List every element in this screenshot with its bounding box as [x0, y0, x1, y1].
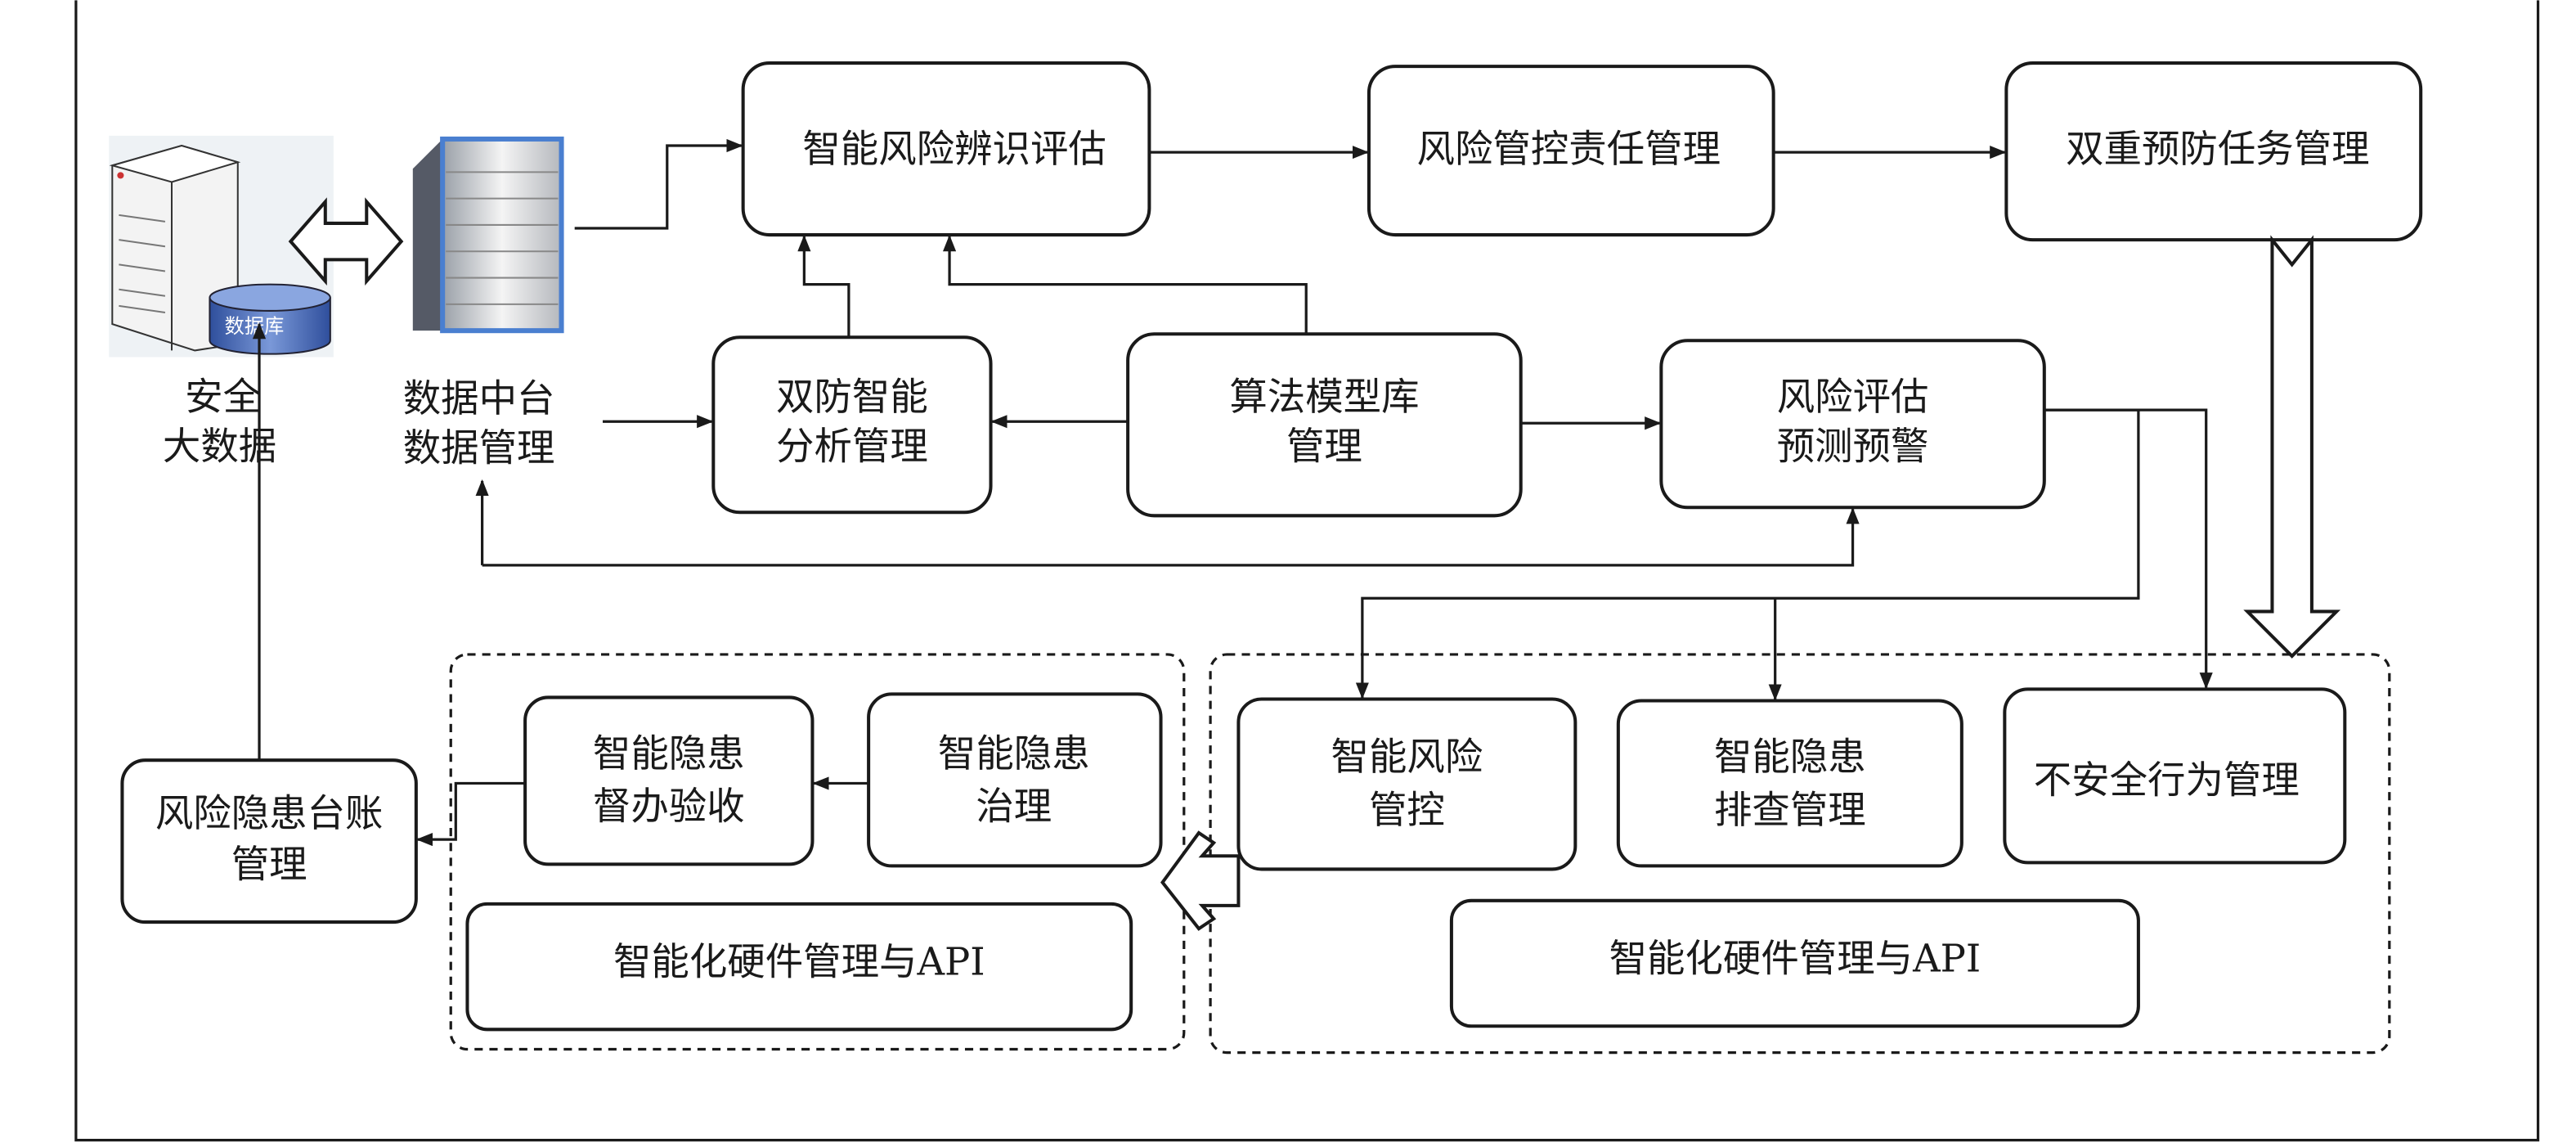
- svg-text:智能化硬件管理与API: 智能化硬件管理与API: [613, 940, 985, 984]
- svg-text:排查管理: 排查管理: [1714, 788, 1866, 832]
- node-hardware-api-right[interactable]: 智能化硬件管理与API: [1449, 898, 2140, 1028]
- data-platform-line2: 数据管理: [403, 426, 555, 470]
- svg-text:预测预警: 预测预警: [1777, 425, 1929, 469]
- connectors: [252, 138, 2213, 847]
- svg-text:治理: 治理: [976, 785, 1052, 829]
- node-dual-prevention-task[interactable]: 双重预防任务管理: [2004, 61, 2423, 242]
- svg-text:双防智能: 双防智能: [776, 375, 928, 419]
- svg-text:算法模型库: 算法模型库: [1229, 375, 1419, 419]
- node-dual-prevention-analysis[interactable]: 双防智能 分析管理: [711, 335, 993, 515]
- hollow-left-arrow: [1160, 830, 1241, 931]
- svg-text:风险管控责任管理: 风险管控责任管理: [1417, 127, 1721, 171]
- svg-text:智能化硬件管理与API: 智能化硬件管理与API: [1609, 937, 1981, 981]
- database-label: 数据库: [225, 315, 285, 338]
- node-risk-control[interactable]: 智能风险 管控: [1236, 697, 1577, 871]
- svg-text:分析管理: 分析管理: [776, 425, 928, 469]
- safety-big-data-line1: 安全: [185, 375, 261, 419]
- data-platform-line1: 数据中台: [403, 376, 555, 421]
- node-risk-control-responsibility[interactable]: 风险管控责任管理: [1367, 65, 1775, 237]
- svg-text:管控: 管控: [1369, 788, 1445, 832]
- node-hazard-governance[interactable]: 智能隐患 治理: [867, 692, 1163, 868]
- node-unsafe-behavior[interactable]: 不安全行为管理: [2003, 687, 2347, 865]
- hollow-down-arrow: [2243, 235, 2341, 659]
- double-arrow-icon: [288, 197, 404, 286]
- svg-text:智能风险: 智能风险: [1331, 735, 1483, 779]
- node-hazard-inspection[interactable]: 智能隐患 排查管理: [1616, 699, 1963, 868]
- node-algorithm-model-library[interactable]: 算法模型库 管理: [1126, 332, 1523, 518]
- svg-text:管理: 管理: [1286, 425, 1362, 469]
- node-risk-assessment-warning[interactable]: 风险评估 预测预警: [1659, 339, 2046, 510]
- node-risk-hazard-ledger[interactable]: 风险隐患台账 管理: [120, 758, 418, 924]
- svg-text:智能风险辨识评估: 智能风险辨识评估: [802, 127, 1106, 171]
- node-hazard-supervision[interactable]: 智能隐患 督办验收: [523, 695, 815, 866]
- svg-text:督办验收: 督办验收: [593, 785, 745, 829]
- data-server-icon: [412, 136, 564, 334]
- svg-text:不安全行为管理: 不安全行为管理: [2034, 758, 2300, 802]
- svg-text:风险评估: 风险评估: [1777, 375, 1929, 419]
- svg-text:智能隐患: 智能隐患: [938, 731, 1090, 776]
- node-risk-identification[interactable]: 智能风险辨识评估: [741, 61, 1151, 237]
- node-hardware-api-left[interactable]: 智能化硬件管理与API: [465, 902, 1133, 1032]
- svg-text:风险隐患台账: 风险隐患台账: [155, 791, 384, 835]
- frame-border: [74, 0, 2540, 1142]
- svg-text:智能隐患: 智能隐患: [1714, 735, 1866, 779]
- safety-big-data-line2: 大数据: [163, 425, 276, 469]
- svg-text:双重预防任务管理: 双重预防任务管理: [2066, 127, 2370, 171]
- svg-text:智能隐患: 智能隐患: [593, 731, 745, 776]
- database-icon: 数据库: [209, 283, 331, 355]
- right-dashed-group: [1209, 653, 2391, 1055]
- svg-text:管理: 管理: [231, 842, 307, 886]
